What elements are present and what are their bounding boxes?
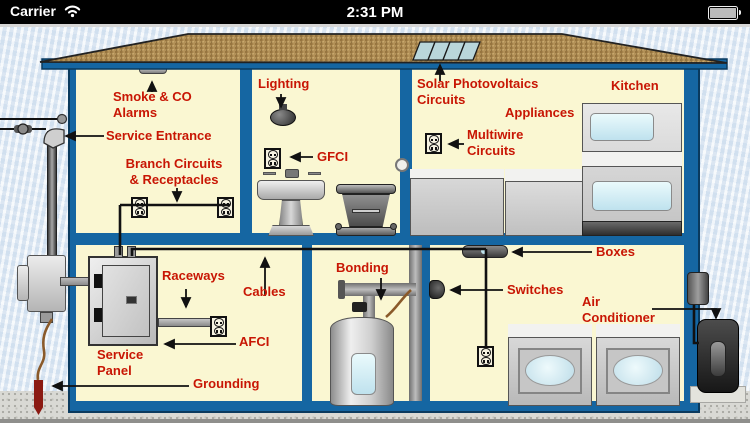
clock: 2:31 PM bbox=[346, 4, 404, 21]
outlet-multiwire bbox=[425, 133, 442, 154]
dishwasher-panel bbox=[505, 169, 585, 182]
status-bar: Carrier 2:31 PM bbox=[0, 0, 750, 24]
washer-panel bbox=[508, 324, 592, 338]
label-lighting[interactable]: Lighting bbox=[258, 76, 310, 91]
label-kitchen[interactable]: Kitchen bbox=[611, 78, 659, 93]
label-appliances[interactable]: Appliances bbox=[505, 105, 575, 120]
shutoff-valve bbox=[352, 302, 367, 312]
label-grounding[interactable]: Grounding bbox=[193, 376, 260, 391]
counter-top bbox=[410, 169, 504, 179]
label-bonding[interactable]: Bonding bbox=[336, 260, 389, 275]
microwave-window bbox=[590, 113, 654, 141]
panel-handle bbox=[126, 296, 137, 304]
sink-base bbox=[268, 225, 314, 236]
kitchen-counter bbox=[410, 169, 504, 236]
oven-window bbox=[592, 181, 672, 211]
battery-icon bbox=[708, 6, 741, 20]
label-raceways[interactable]: Raceways bbox=[162, 268, 225, 283]
service-mast bbox=[47, 131, 57, 259]
label-boxes[interactable]: Boxes bbox=[596, 244, 636, 259]
service-panel-box bbox=[88, 256, 158, 346]
label-service-entrance[interactable]: Service Entrance bbox=[106, 128, 212, 143]
label-cables[interactable]: Cables bbox=[243, 284, 286, 299]
panel-hinge bbox=[94, 274, 102, 288]
dryer-window bbox=[613, 355, 663, 386]
junction-box-knob bbox=[481, 248, 487, 254]
meter-side-box bbox=[17, 265, 29, 301]
range-control-strip bbox=[582, 151, 682, 167]
water-heater-label bbox=[351, 353, 376, 395]
ground-rod bbox=[34, 380, 43, 415]
water-pipe bbox=[342, 283, 416, 296]
plumbing-stack bbox=[409, 245, 422, 401]
faucet-handle bbox=[263, 172, 276, 175]
ceiling-light-stem bbox=[279, 104, 287, 110]
toilet-bolt bbox=[335, 223, 342, 230]
ac-disconnect bbox=[687, 272, 709, 305]
toilet-trim bbox=[352, 209, 380, 213]
washer-window bbox=[525, 355, 575, 386]
range-base bbox=[582, 221, 682, 236]
grounding-wire bbox=[36, 318, 54, 381]
roof bbox=[39, 33, 728, 64]
pipe-cap bbox=[338, 280, 345, 299]
faucet bbox=[285, 169, 299, 178]
turnbuckle bbox=[14, 125, 32, 133]
toilet-lid bbox=[336, 184, 396, 194]
ceiling-light bbox=[270, 109, 296, 126]
label-gfci[interactable]: GFCI bbox=[317, 149, 349, 164]
sink-pedestal bbox=[279, 200, 303, 226]
smoke-alarm-device bbox=[139, 67, 167, 74]
meter-stub bbox=[40, 312, 53, 323]
outlet-laundry bbox=[477, 346, 494, 367]
sink-basin bbox=[257, 180, 325, 200]
panel-hinge bbox=[94, 308, 102, 322]
raceway-conduit bbox=[158, 318, 212, 327]
wifi-icon bbox=[64, 5, 81, 18]
label-branch-circuits[interactable]: Branch Circuits& Receptacles bbox=[125, 156, 223, 187]
panel-conduit-stub bbox=[127, 246, 136, 258]
ac-vent bbox=[710, 341, 726, 377]
outlet-branch-left bbox=[131, 197, 148, 218]
paper-holder bbox=[395, 158, 409, 172]
dryer-panel bbox=[596, 324, 680, 338]
outlet-branch-right bbox=[217, 197, 234, 218]
outlet-afci bbox=[210, 316, 227, 337]
faucet-handle bbox=[308, 172, 321, 175]
ground-edge bbox=[0, 419, 750, 423]
wall-switch bbox=[429, 280, 445, 299]
carrier-label: Carrier bbox=[10, 3, 56, 19]
solar-panels bbox=[412, 41, 481, 61]
toilet-body bbox=[342, 194, 390, 227]
toilet-bolt bbox=[390, 223, 397, 230]
panel-conduit-stub bbox=[114, 246, 123, 258]
insulator bbox=[56, 113, 68, 125]
label-afci[interactable]: AFCI bbox=[239, 334, 270, 349]
meter-panel-conduit bbox=[60, 277, 90, 286]
toilet-base bbox=[336, 227, 396, 236]
outlet-gfci bbox=[264, 148, 281, 169]
label-switches[interactable]: Switches bbox=[507, 282, 564, 297]
